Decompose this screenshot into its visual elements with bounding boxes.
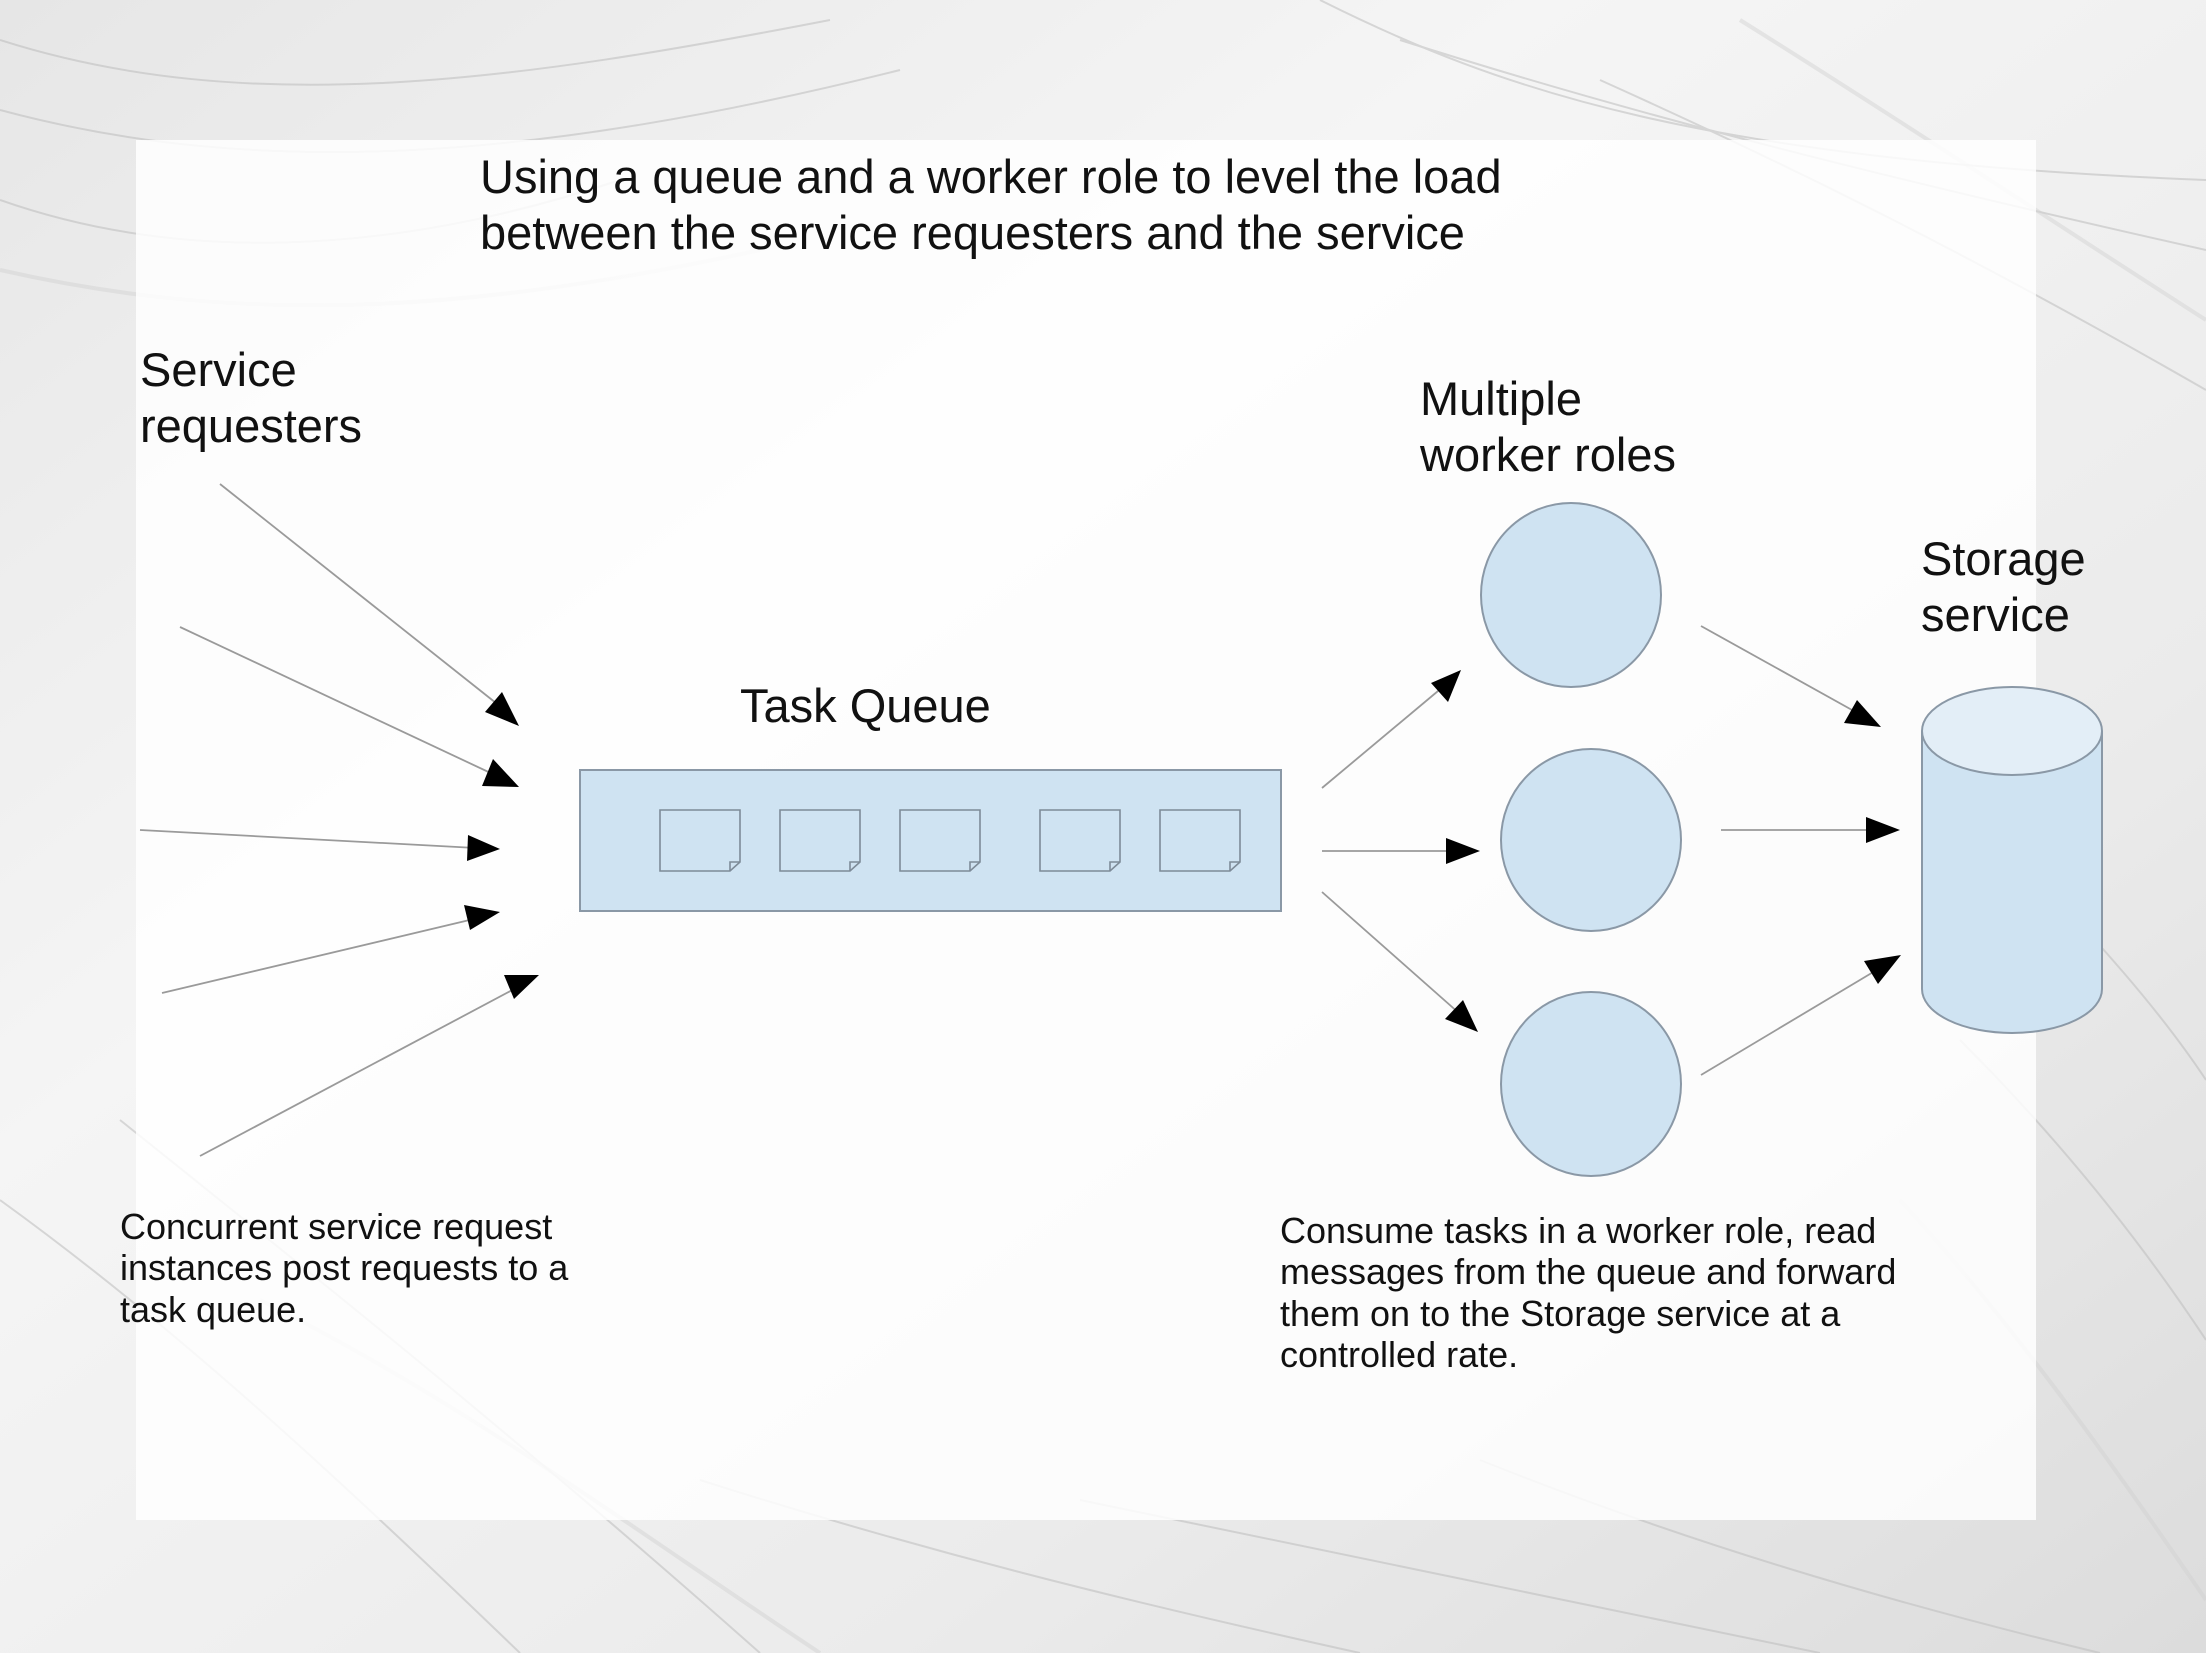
request-arrow-4 (161, 905, 500, 994)
request-arrow-1 (219, 483, 519, 726)
queue-message-2 (779, 809, 861, 872)
worker-to-storage-arrow-1 (1700, 625, 1881, 727)
worker-roles-note: Consume tasks in a worker role, read mes… (1280, 1210, 1897, 1376)
queue-message-3 (899, 809, 981, 872)
queue-to-worker-arrow-1 (1321, 670, 1461, 789)
worker-role-3 (1500, 991, 1682, 1177)
queue-to-worker-arrow-3 (1321, 891, 1478, 1032)
queue-to-worker-arrow-2 (1322, 838, 1480, 864)
worker-role-1 (1480, 502, 1662, 688)
storage-service-cylinder (1921, 686, 2103, 1034)
storage-service-label: Storage service (1921, 532, 2086, 642)
worker-to-storage-arrow-2 (1721, 817, 1900, 843)
queue-message-1 (659, 809, 741, 872)
diagram-title: Using a queue and a worker role to level… (480, 150, 1502, 260)
request-arrow-2 (179, 626, 519, 787)
worker-to-storage-arrow-3 (1700, 955, 1901, 1076)
request-arrow-3 (139, 829, 500, 861)
queue-message-4 (1039, 809, 1121, 872)
request-arrow-5 (199, 975, 539, 1157)
queue-message-5 (1159, 809, 1241, 872)
task-queue-label: Task Queue (740, 679, 991, 732)
service-requesters-note: Concurrent service request instances pos… (120, 1206, 569, 1330)
worker-role-2 (1500, 748, 1682, 932)
service-requesters-label: Service requesters (140, 343, 363, 453)
multiple-worker-roles-label: Multiple worker roles (1420, 372, 1676, 482)
